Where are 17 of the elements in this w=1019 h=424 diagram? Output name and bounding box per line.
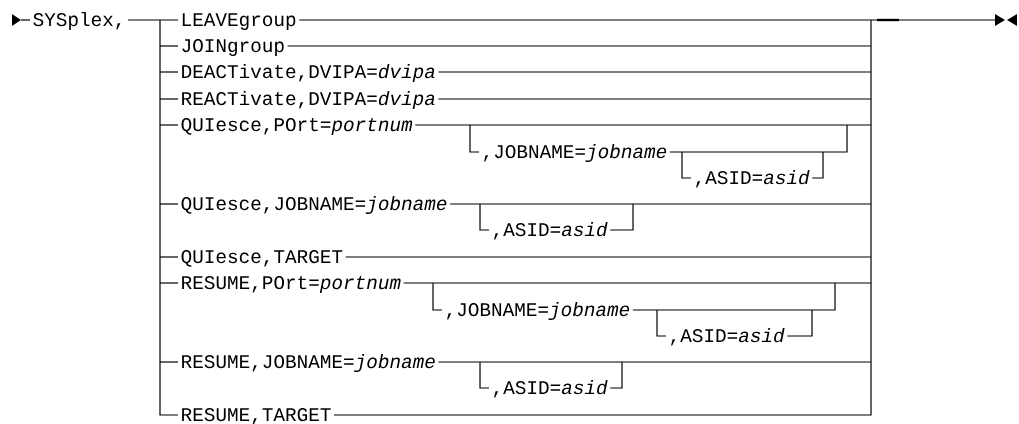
syntax-text: ,JOBNAME=jobname xyxy=(447,302,630,320)
syntax-text: REACTivate,DVIPA=dvipa xyxy=(182,91,435,109)
syntax-text: ,ASID=asid xyxy=(494,380,608,398)
syntax-text: DEACTivate,DVIPA=dvipa xyxy=(182,64,435,82)
syntax-text: ,JOBNAME=jobname xyxy=(484,144,667,162)
syntax-text: LEAVEgroup xyxy=(182,13,296,30)
syntax-text: RESUME,TARGET xyxy=(182,408,331,424)
syntax-text: SYSplex, xyxy=(33,12,121,30)
syntax-text: QUIesce,TARGET xyxy=(181,250,343,267)
syntax-text: ,ASID=asid xyxy=(696,170,810,188)
syntax-text: ,ASID=asid xyxy=(494,222,608,240)
syntax-text: RESUME,POrt=portnum xyxy=(182,276,401,293)
syntax-text: RESUME,JOBNAME=jobname xyxy=(182,354,435,372)
syntax-text: JOINgroup xyxy=(182,39,284,56)
syntax-text: QUIesce,JOBNAME=jobname xyxy=(181,196,447,214)
syntax-text: ,ASID=asid xyxy=(671,328,785,346)
syntax-text: QUIesce,POrt=portnum xyxy=(181,118,413,135)
